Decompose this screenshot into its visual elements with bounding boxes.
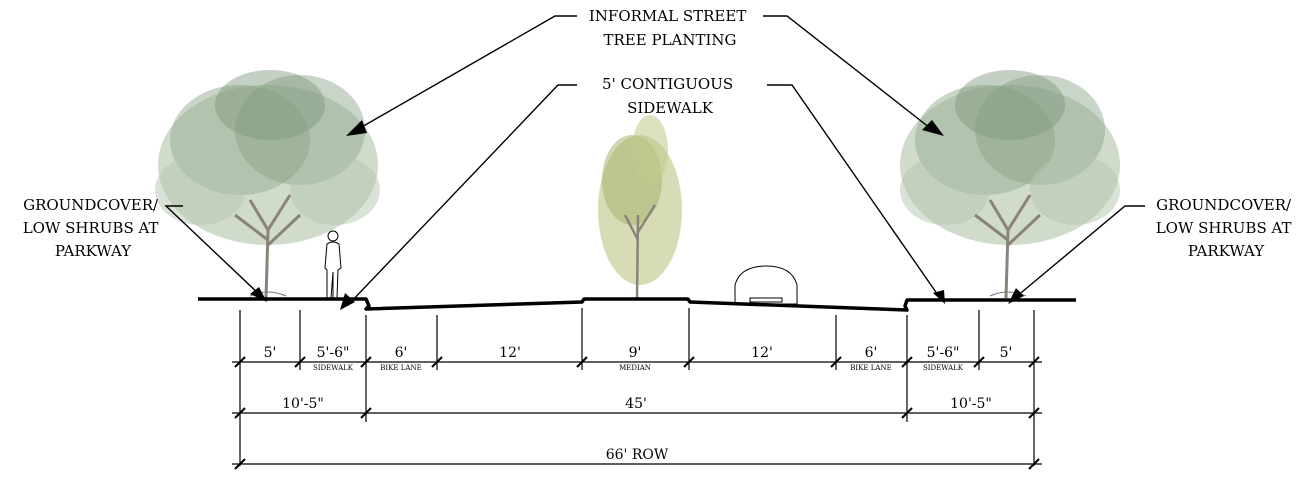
tree-right [900,70,1120,299]
tree-left [155,70,380,299]
dim-edge-left: 10'-5" [282,396,324,412]
dim-bike-lane-right: 6' [865,345,878,361]
dim-sidewalk-left: 5'-6" [317,345,350,361]
callout-leaders [164,15,1145,306]
tree-left-trunk [234,194,302,299]
arrowheads [250,120,1024,310]
dim-sidewalk-left-sub: SIDEWALK [313,364,354,372]
callout-tree-planting: INFORMAL STREET TREE PLANTING [589,7,751,49]
tree-right-trunk [974,194,1042,299]
dim-curb-to-curb: 45' [625,396,647,412]
dim-edge-right: 10'-5" [950,396,992,412]
dim-travel-lane-right: 12' [751,345,773,361]
dim-travel-lane-left: 12' [499,345,521,361]
dim-parkway-left: 5' [264,345,277,361]
dim-sidewalk-right-sub: SIDEWALK [923,364,964,372]
dimension-row-1: 5' 5'-6" SIDEWALK 6' BIKE LANE 12' 9' ME… [264,345,1013,372]
dim-median-sub: MEDIAN [619,364,651,372]
tree-median [598,115,682,299]
callout-groundcover-right: GROUNDCOVER/ LOW SHRUBS AT PARKWAY [1156,196,1297,260]
dim-bike-lane-left: 6' [395,345,408,361]
dim-row-total: 66' ROW [606,447,669,463]
dimension-lines [232,308,1042,466]
dim-parkway-right: 5' [1000,345,1013,361]
ground-profile [198,297,1076,312]
callout-groundcover-left: GROUNDCOVER/ LOW SHRUBS AT PARKWAY [23,196,164,260]
dimension-ticks [234,356,1040,470]
dim-sidewalk-right: 5'-6" [927,345,960,361]
car-silhouette [734,265,798,305]
dim-median: 9' [629,345,642,361]
tree-left-canopy [155,70,380,245]
dim-bike-lane-left-sub: BIKE LANE [380,364,421,372]
dimension-row-3: 66' ROW [606,447,669,463]
callout-sidewalk: 5' CONTIGUOUS SIDEWALK [602,75,738,117]
tree-right-canopy [900,70,1120,245]
pedestrian-figure [324,230,342,299]
dimension-row-2: 10'-5" 45' 10'-5" [282,396,992,412]
dim-bike-lane-right-sub: BIKE LANE [850,364,891,372]
